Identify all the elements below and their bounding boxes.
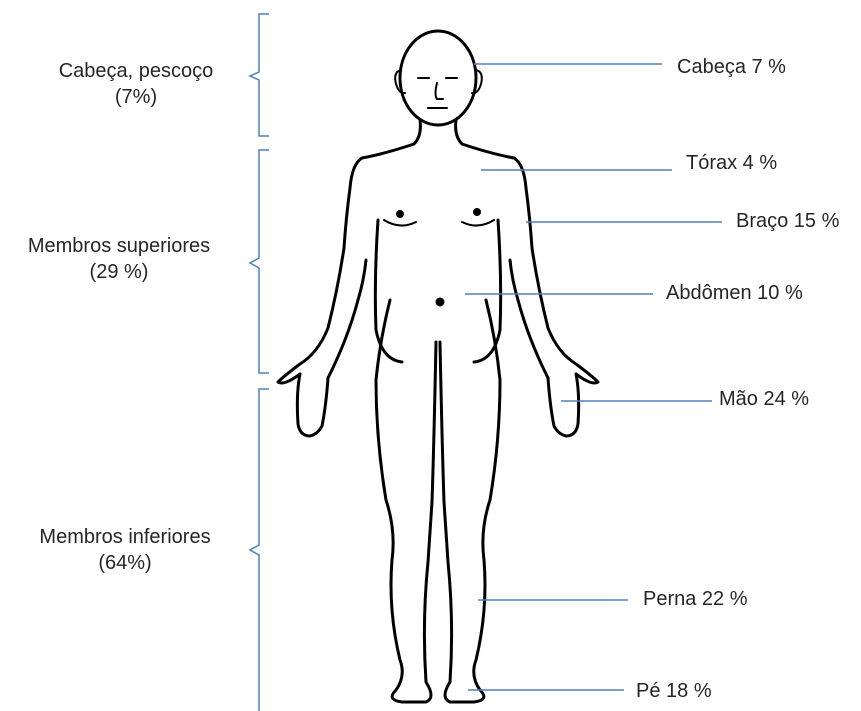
group-label-upper-limbs: Membros superiores (29 %) <box>2 233 236 285</box>
figure-right-leg <box>440 300 500 702</box>
group-label-lower-limbs: Membros inferiores (64%) <box>14 524 236 576</box>
bracket-upper <box>250 150 269 373</box>
figure-head <box>400 31 476 125</box>
figure-navel <box>437 299 443 305</box>
label-pe: Pé 18 % <box>636 679 712 704</box>
group-lower-name: Membros inferiores <box>14 524 236 550</box>
label-abdomen: Abdômen 10 % <box>666 281 803 306</box>
label-cabeca: Cabeça 7 % <box>677 55 786 80</box>
label-braco: Braço 15 % <box>736 209 839 234</box>
figure-chest-line-left <box>384 220 416 226</box>
bracket-lower <box>250 389 269 711</box>
group-lower-percent: (64%) <box>14 550 236 576</box>
group-label-head: Cabeça, pescoço (7%) <box>37 58 235 110</box>
figure-left-inner-arm <box>375 220 402 362</box>
figure-right-inner-arm <box>474 220 501 362</box>
group-head-name: Cabeça, pescoço <box>37 58 235 84</box>
figure-left-nipple <box>398 212 403 217</box>
figure-left-leg <box>376 300 436 702</box>
group-upper-percent: (29 %) <box>2 259 236 285</box>
human-figure-illustration <box>278 31 598 702</box>
group-head-percent: (7%) <box>37 84 235 110</box>
label-mao: Mão 24 % <box>719 387 809 412</box>
figure-torso-right-outline <box>456 120 598 436</box>
label-perna: Perna 22 % <box>643 587 748 612</box>
group-upper-name: Membros superiores <box>2 233 236 259</box>
figure-face <box>418 78 457 108</box>
figure-torso-left-outline <box>278 120 420 436</box>
figure-right-nipple <box>475 210 480 215</box>
figure-chest-line-right <box>462 220 494 226</box>
group-brackets <box>250 14 269 711</box>
bracket-head <box>250 14 269 136</box>
label-torax: Tórax 4 % <box>686 151 777 176</box>
